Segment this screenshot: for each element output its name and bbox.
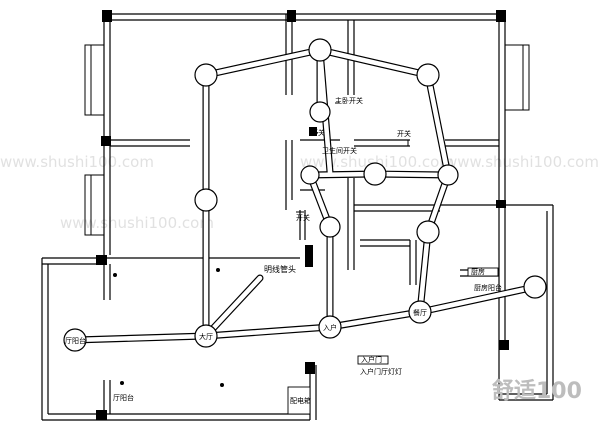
meter-box-label: 配电箱 xyxy=(290,396,311,405)
light-node-entrance xyxy=(318,315,342,339)
wiring-pipes xyxy=(71,46,539,344)
light-node-kitchen-balcony xyxy=(523,275,547,299)
switch-label-b: 开关 xyxy=(397,129,411,138)
light-node-bedroom-right xyxy=(416,63,440,87)
light-node-balcony xyxy=(63,328,87,352)
light-node-study xyxy=(194,188,218,212)
dining-label: 餐厅 xyxy=(413,308,427,317)
socket-dots xyxy=(113,268,224,387)
hall-balcony-label: 厅阳台 xyxy=(113,393,134,402)
switch-label-c: 开关 xyxy=(296,213,310,222)
watermark-3: www.shushi100.com xyxy=(300,153,454,171)
kitchen-box-label: 厨房 xyxy=(471,267,485,276)
entrance-light-label: 入户门厅灯灯 xyxy=(360,367,402,376)
light-node-corridor xyxy=(437,164,459,186)
junction-label: 明线管头 xyxy=(264,264,296,274)
watermark-1: www.shushi100.com xyxy=(0,153,154,171)
entrance-box-label: 入户门 xyxy=(361,355,382,364)
watermark-4: www.shushi100.com xyxy=(445,153,599,171)
brand-logo: 舒适100 xyxy=(492,378,582,404)
meter-box xyxy=(287,386,311,415)
light-node-passage xyxy=(319,216,341,238)
light-node-bath xyxy=(300,165,320,185)
light-node-master-switch xyxy=(309,101,331,123)
light-node-bedroom-left xyxy=(194,63,218,87)
watermark-2: www.shushi100.com xyxy=(60,214,214,232)
entrance-label: 入户 xyxy=(323,323,337,332)
entrance-label-box xyxy=(357,355,389,365)
light-node-dining xyxy=(408,300,432,324)
master-switch-label: 主卧开关 xyxy=(335,96,363,105)
kitchen-balcony-label: 厨房阳台 xyxy=(474,283,502,292)
light-node-bedroom-master xyxy=(308,38,332,62)
pillars xyxy=(96,10,509,420)
balcony-label: 厅阳台 xyxy=(65,336,86,345)
light-node-hall xyxy=(363,162,387,186)
bath-switch-label: 卫生间开关 xyxy=(322,146,357,155)
switch-stubs xyxy=(296,102,409,213)
light-node-kitchen xyxy=(416,220,440,244)
kitchen-label-box xyxy=(467,267,499,277)
living-room-label: 大厅 xyxy=(199,332,213,341)
light-node-living xyxy=(194,324,218,348)
switch-label-a: 开关 xyxy=(311,128,325,137)
light-nodes xyxy=(63,38,547,352)
